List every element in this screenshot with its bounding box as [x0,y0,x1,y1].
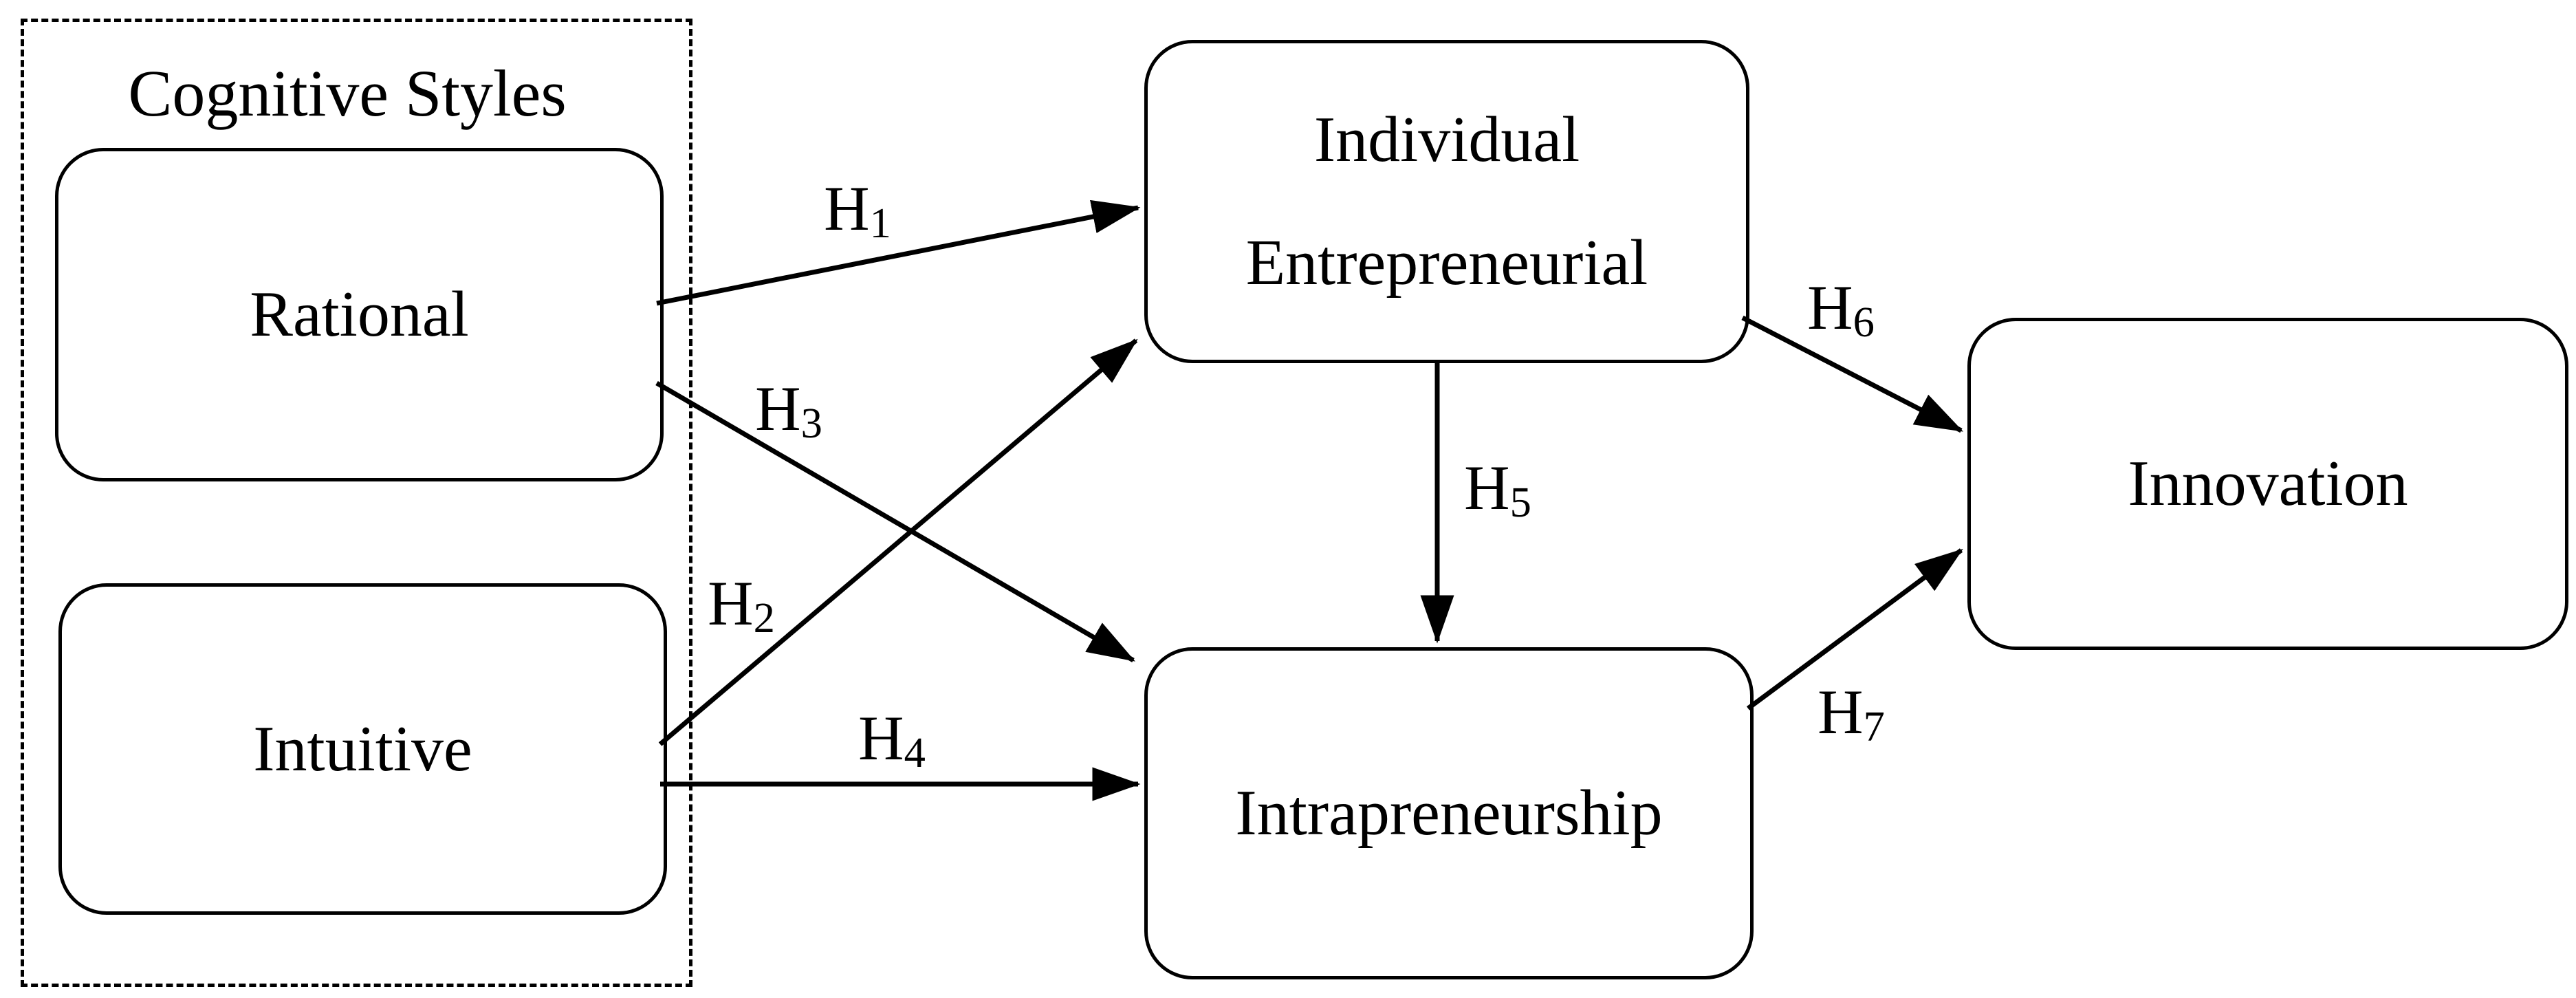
node-rational: Rational [55,148,664,481]
hypothesis-h2-main: H [708,568,754,638]
hypothesis-h5-sub: 5 [1509,478,1531,527]
hypothesis-h6-main: H [1807,272,1853,343]
hypothesis-h3-main: H [755,373,801,444]
hypothesis-h7-main: H [1818,677,1864,747]
arrow-h1-rational-to-individual-entrepreneurial [656,199,1141,306]
hypothesis-label-h1: H1 [824,177,891,245]
hypothesis-label-h2: H2 [708,572,775,640]
hypothesis-label-h7: H7 [1818,677,1885,748]
hypothesis-h2-sub: 2 [753,594,775,642]
hypothesis-h6-sub: 6 [1853,298,1875,347]
node-individual-entrepreneurial: Individual Entrepreneurial [1144,40,1749,363]
hypothesis-h3-sub: 3 [800,399,822,448]
hypothesis-label-h4: H4 [858,703,926,774]
node-intuitive: Intuitive [58,583,667,915]
node-intrapreneurship: Intrapreneurship [1144,647,1754,979]
hypothesis-h1-main: H [824,173,870,243]
hypothesis-h7-sub: 7 [1863,702,1885,751]
node-intrapreneurship-label: Intrapreneurship [1235,777,1663,849]
cognitive-styles-group-title: Cognitive Styles [128,56,567,130]
hypothesis-label-h3: H3 [755,377,822,445]
node-rational-label: Rational [250,279,469,351]
node-intuitive-label: Intuitive [253,713,472,785]
node-individual-entrepreneurial-line1: Individual [1313,104,1580,176]
node-innovation-label: Innovation [2128,448,2408,520]
node-innovation: Innovation [1967,318,2568,650]
hypothesis-label-h5: H5 [1464,456,1531,524]
hypothesis-h4-main: H [858,703,904,773]
hypothesis-h5-main: H [1464,453,1510,523]
hypothesis-h1-sub: 1 [869,199,891,248]
hypothesis-label-h6: H6 [1807,276,1875,344]
arrow-h2-intuitive-to-individual-entrepreneurial [658,338,1138,746]
node-individual-entrepreneurial-line2: Entrepreneurial [1245,227,1648,299]
hypothesis-h4-sub: 4 [904,728,926,777]
